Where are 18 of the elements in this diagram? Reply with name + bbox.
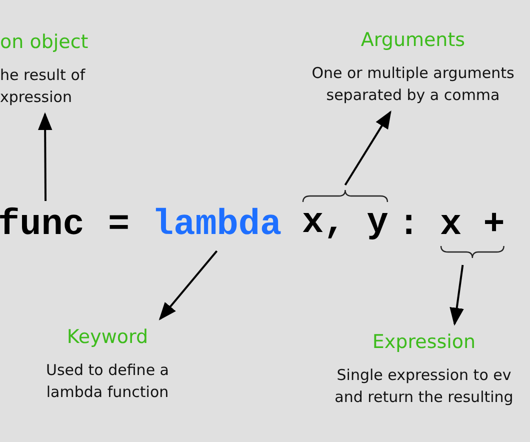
callout-heading: Expression <box>372 330 476 354</box>
arrow <box>450 264 464 326</box>
arrow <box>38 112 52 201</box>
arrow <box>344 110 392 186</box>
callout-description: he result of xpression <box>0 65 86 108</box>
callout-description: Single expression to ev and return the resulting <box>334 365 514 408</box>
callout-heading: Arguments <box>360 28 466 52</box>
code-symbol: = <box>108 205 130 245</box>
arrow <box>158 250 218 320</box>
code-token: x + <box>440 205 505 245</box>
callout-heading: on object <box>0 30 88 54</box>
callout-description: Used to define a lambda function <box>44 360 170 403</box>
callout-heading: Keyword <box>66 325 148 349</box>
code-token: x, y <box>302 203 388 243</box>
code-token: func <box>0 204 84 245</box>
code-symbol: : <box>398 205 420 245</box>
callout-description: One or multiple arguments separated by a comma <box>310 63 516 106</box>
code-token: lambda <box>152 204 282 245</box>
